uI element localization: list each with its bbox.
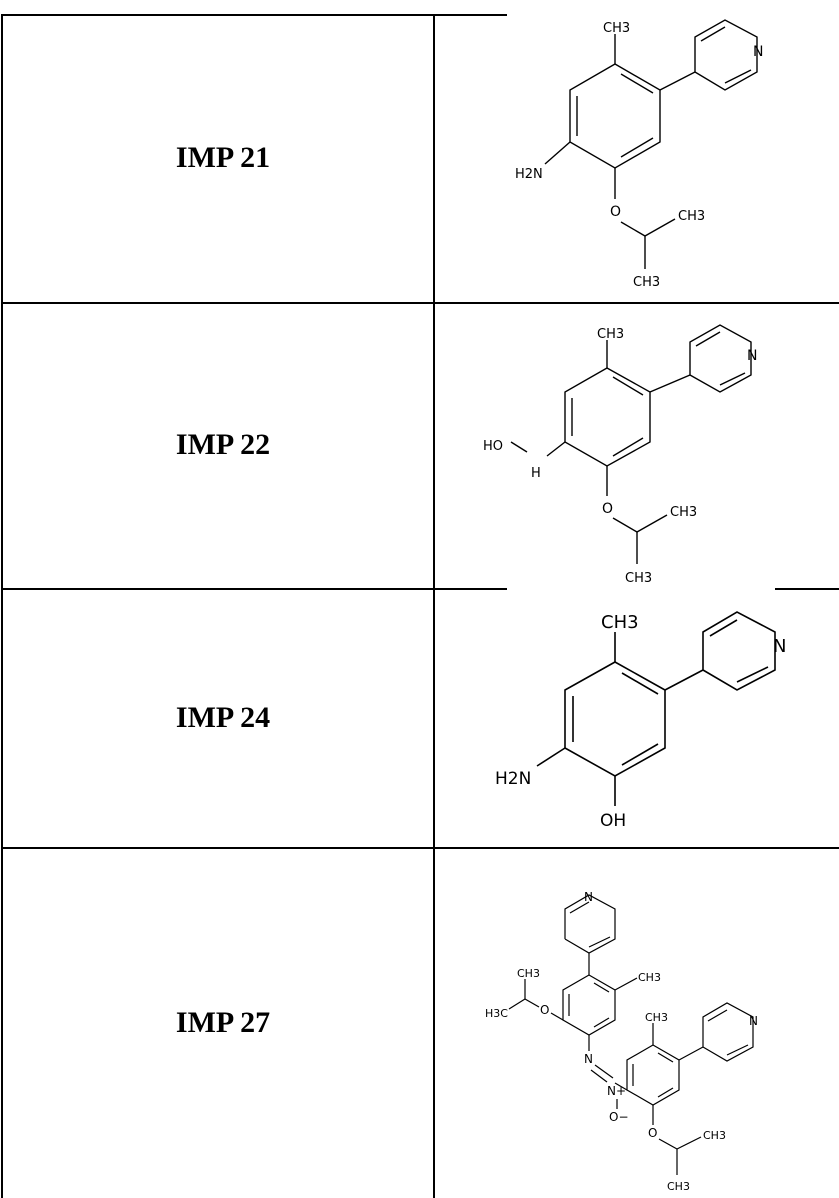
atom-label: H2N	[495, 769, 531, 789]
structure-cell: CH3 N H2N O CH3 CH3	[433, 14, 839, 302]
atom-label: N	[753, 44, 763, 60]
atom-label: HO	[483, 439, 503, 454]
atom-label: H2N	[515, 167, 543, 182]
atom-label: CH3	[601, 612, 639, 633]
compound-id: IMP 22	[175, 428, 271, 461]
compound-id-cell: IMP 21	[1, 14, 433, 302]
atom-label: CH3	[703, 1129, 726, 1142]
atom-label: N	[749, 1014, 758, 1028]
atom-label: O−	[609, 1110, 629, 1124]
table-row: IMP 21	[1, 14, 839, 302]
chemical-structure-imp-24: CH3 N H2N OH	[495, 611, 786, 831]
atom-label: N	[584, 890, 593, 904]
compound-id: IMP 24	[175, 700, 271, 734]
atom-label: N+	[607, 1084, 626, 1098]
atom-label: O	[540, 1003, 549, 1017]
atom-label: CH3	[638, 971, 661, 984]
row-divider-3	[1, 847, 839, 849]
atom-label: N	[747, 348, 757, 364]
chemical-structure-imp-22: CH3 N HO H O CH3 CH3	[483, 324, 757, 586]
atom-label: CH3	[678, 209, 705, 224]
atom-label: CH3	[597, 327, 624, 342]
atom-label: H3C	[485, 1007, 508, 1020]
table-row: IMP 22	[1, 302, 839, 588]
compound-id: IMP 21	[175, 141, 271, 174]
atom-label: O	[602, 501, 613, 517]
atom-label: CH3	[645, 1011, 668, 1024]
atom-label: CH3	[667, 1180, 690, 1193]
table-row: IMP 24 CH3 N H2N	[1, 588, 839, 847]
row-divider-1	[1, 302, 839, 304]
structure-cell: CH3 N H2N OH	[433, 588, 839, 847]
structure-cell: N CH3 CH3 H3C O CH3 N N N+ O− O CH3 CH3	[433, 847, 839, 1198]
chemical-structure-imp-21: CH3 N H2N O CH3 CH3	[515, 19, 763, 290]
compound-id-cell: IMP 27	[1, 847, 433, 1198]
atom-label: OH	[600, 811, 626, 831]
atom-label: O	[648, 1126, 657, 1140]
atom-label: CH3	[633, 275, 660, 290]
atom-label: CH3	[603, 21, 630, 36]
table-border-top	[1, 14, 507, 16]
compound-id-cell: IMP 22	[1, 302, 433, 588]
table-row: IMP 27	[1, 847, 839, 1198]
row-divider-2-right	[775, 588, 839, 590]
atom-label: CH3	[670, 505, 697, 520]
atom-label: CH3	[517, 967, 540, 980]
compound-table: IMP 21	[1, 14, 839, 1198]
atom-label: O	[610, 204, 621, 220]
atom-label: N	[773, 636, 786, 657]
atom-label: H	[531, 466, 541, 481]
structure-cell: CH3 N HO H O CH3 CH3	[433, 302, 839, 588]
row-divider-2	[1, 588, 507, 590]
compound-id-cell: IMP 24	[1, 588, 433, 847]
compound-id: IMP 27	[175, 1005, 271, 1039]
chemical-structure-imp-27: N CH3 CH3 H3C O CH3 N N N+ O− O CH3 CH3	[485, 890, 758, 1193]
atom-label: CH3	[625, 571, 652, 586]
atom-label: N	[584, 1052, 593, 1066]
